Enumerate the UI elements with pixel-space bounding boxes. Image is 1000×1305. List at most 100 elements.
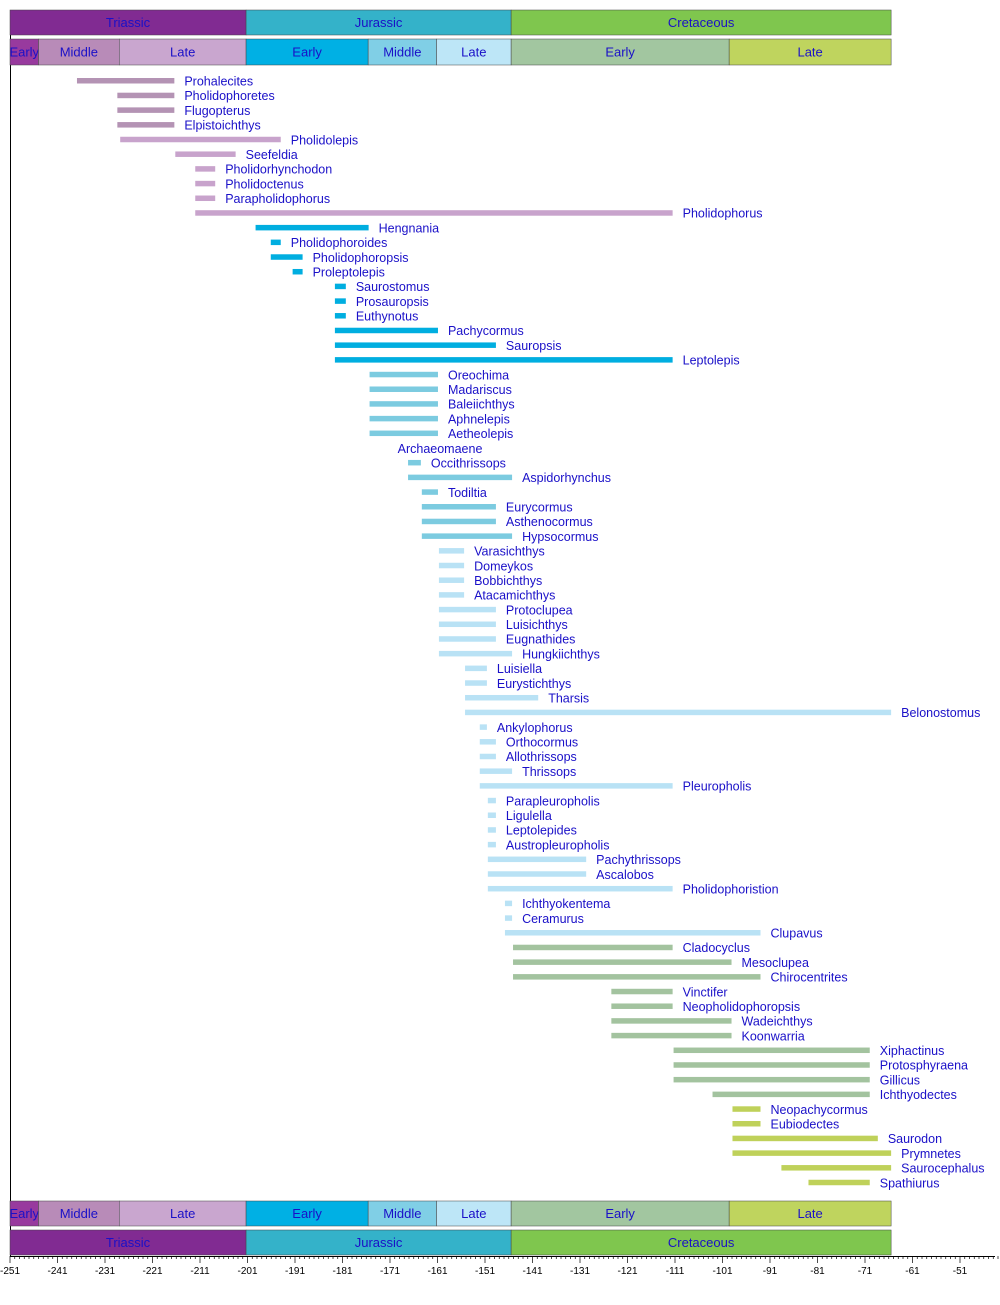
epoch-top-label: Late xyxy=(797,45,822,60)
taxon-label: Prohalecites xyxy=(184,75,253,89)
period-top-label: Jurassic xyxy=(355,15,403,30)
taxon-row: Parapholidophorus xyxy=(195,192,330,206)
taxon-label: Neopachycormus xyxy=(771,1103,868,1117)
period-bottom-band xyxy=(9,1229,247,1256)
epoch-bottom-band xyxy=(119,1200,247,1227)
epoch-bottom-label: Early xyxy=(9,1206,39,1221)
range-bar xyxy=(369,401,438,407)
x-tick-label: -201 xyxy=(237,1266,257,1277)
taxon-label: Pholidolepis xyxy=(291,133,358,147)
range-bar xyxy=(487,797,496,804)
taxon-label: Clupavus xyxy=(771,927,823,941)
taxon-row: Neopholidophoropsis xyxy=(611,1000,800,1014)
period-bottom-band xyxy=(245,1229,512,1256)
taxon-label: Ichthyodectes xyxy=(880,1088,957,1102)
taxon-row: Domeykos xyxy=(438,559,533,573)
taxon-label: Eurystichthys xyxy=(497,677,571,691)
taxon-row: Koonwarria xyxy=(611,1029,805,1043)
epoch-bottom-band xyxy=(436,1200,512,1227)
taxon-label: Sauropsis xyxy=(506,339,562,353)
taxon-label: Flugopterus xyxy=(184,104,250,118)
range-bar xyxy=(195,166,216,172)
x-tick-label: -221 xyxy=(142,1266,162,1277)
range-bar xyxy=(438,592,465,598)
range-bar xyxy=(117,92,175,99)
x-tick-label: -121 xyxy=(617,1266,637,1277)
range-bar xyxy=(465,680,487,686)
range-bar xyxy=(255,224,369,231)
epoch-top-label: Late xyxy=(461,45,486,60)
taxon-label: Pholidophoristion xyxy=(683,882,779,896)
range-bar xyxy=(270,239,281,246)
taxon-label: Seefeldia xyxy=(246,148,298,162)
range-bar xyxy=(120,136,281,143)
taxon-row: Flugopterus xyxy=(117,104,250,118)
epoch-top-label: Early xyxy=(9,45,39,60)
taxon-label: Bobbichthys xyxy=(474,574,542,588)
taxon-row: Leptolepis xyxy=(334,354,740,368)
range-bar xyxy=(421,504,496,510)
taxon-label: Proleptolepis xyxy=(313,265,385,279)
epoch-bottom-band xyxy=(510,1200,730,1227)
taxon-row: Proleptolepis xyxy=(292,265,385,279)
taxon-label: Neopholidophoropsis xyxy=(683,1000,800,1014)
taxon-row: Pholidophoretes xyxy=(117,89,275,103)
x-tick-label: -241 xyxy=(47,1266,67,1277)
taxon-row: Wadeichthys xyxy=(611,1015,813,1029)
taxon-label: Pleuropholis xyxy=(683,780,752,794)
taxon-row: Chirocentrites xyxy=(513,971,848,985)
taxon-row: Archaeomaene xyxy=(398,442,483,456)
epoch-bottom-band xyxy=(38,1200,120,1227)
epoch-bottom-band xyxy=(367,1200,437,1227)
range-bar xyxy=(732,1135,878,1142)
taxon-label: Euthynotus xyxy=(356,310,419,324)
range-bar xyxy=(175,151,236,157)
epoch-top-label: Late xyxy=(170,45,195,60)
taxon-row: Aphnelepis xyxy=(369,412,510,426)
taxon-row: Neopachycormus xyxy=(732,1103,868,1117)
range-bar xyxy=(504,900,513,907)
taxon-row: Prosauropsis xyxy=(334,295,429,309)
taxon-row: Aspidorhynchus xyxy=(408,471,611,485)
taxon-label: Ligulella xyxy=(506,809,552,823)
range-bar xyxy=(611,1018,732,1024)
taxon-row: Saurostomus xyxy=(334,280,430,294)
taxon-label: Saurostomus xyxy=(356,280,430,294)
taxon-label: Eugnathides xyxy=(506,633,576,647)
taxon-row: Sauropsis xyxy=(334,339,562,353)
range-bar xyxy=(465,665,487,672)
taxon-label: Luisichthys xyxy=(506,618,568,632)
taxon-label: Pachycormus xyxy=(448,324,524,338)
taxon-label: Pholidophoroides xyxy=(291,236,388,250)
range-bar xyxy=(465,709,892,716)
x-tick-label: -71 xyxy=(858,1266,873,1277)
range-bar xyxy=(504,915,513,921)
range-bar xyxy=(479,783,673,789)
x-tick-label: -91 xyxy=(763,1266,778,1277)
taxon-row: Hungkiichthys xyxy=(438,647,600,661)
taxon-row: Ceramurus xyxy=(504,912,584,926)
taxon-label: Saurocephalus xyxy=(901,1162,984,1176)
range-bar xyxy=(487,871,587,877)
range-bar xyxy=(513,944,673,951)
range-bar xyxy=(369,386,438,392)
x-tick-label: -251 xyxy=(0,1266,20,1277)
range-bar xyxy=(369,371,438,378)
range-bar xyxy=(76,78,175,84)
range-bar xyxy=(117,107,175,113)
taxon-label: Ascalobos xyxy=(596,868,654,882)
taxon-row: Orthocormus xyxy=(479,736,578,750)
range-bar xyxy=(504,930,761,936)
range-bar xyxy=(732,1106,761,1112)
taxon-row: Belonostomus xyxy=(465,706,980,720)
taxon-label: Eubiodectes xyxy=(771,1117,840,1131)
range-bar xyxy=(117,122,175,128)
epoch-bottom-label: Late xyxy=(797,1206,822,1221)
taxon-label: Aetheolepis xyxy=(448,427,513,441)
taxon-label: Pholidophoretes xyxy=(184,89,274,103)
taxon-row: Thrissops xyxy=(479,765,576,779)
taxon-row: Pholidophoroides xyxy=(270,236,388,250)
taxon-label: Belonostomus xyxy=(901,706,980,720)
range-bar xyxy=(369,415,438,422)
x-tick-label: -131 xyxy=(570,1266,590,1277)
